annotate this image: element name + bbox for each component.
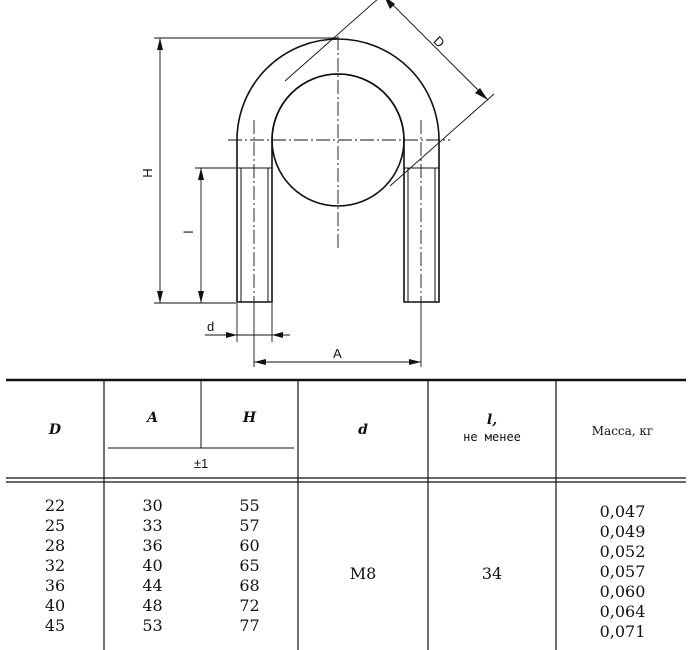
table-cell-mass: 0,049 bbox=[599, 522, 646, 541]
column-mass-values: 0,047 0,049 0,052 0,057 0,060 0,064 0,07… bbox=[556, 502, 689, 642]
table-cell-d: 36 bbox=[44, 576, 66, 595]
column-a-values: 30 33 36 40 44 48 53 bbox=[104, 496, 201, 636]
table-cell-mass: 0,060 bbox=[599, 582, 646, 601]
header-l-note: не менее bbox=[463, 430, 521, 444]
table-grid bbox=[6, 378, 686, 650]
u-bolt-drawing: H l d A D bbox=[140, 0, 495, 367]
table-cell-h: 57 bbox=[239, 516, 260, 535]
table-cell-a: 48 bbox=[142, 596, 163, 615]
table-cell-mass: 0,057 bbox=[599, 562, 646, 581]
header-a: A bbox=[147, 410, 158, 426]
table-cell-h: 60 bbox=[239, 536, 260, 555]
header-tolerance: ±1 bbox=[193, 456, 209, 471]
table-cell-mass: 0,071 bbox=[599, 622, 646, 641]
table-cell-a: 53 bbox=[142, 616, 163, 635]
dim-label-h: H bbox=[140, 168, 155, 177]
table-cell-h: 72 bbox=[239, 596, 260, 615]
dimensions-table: D A H ±1 d l, не менее Масса, кг 22 25 2… bbox=[0, 378, 689, 650]
table-cell-l: 34 bbox=[481, 564, 503, 583]
header-mass: Масса, кг bbox=[591, 424, 654, 438]
table-cell-d: 25 bbox=[44, 516, 66, 535]
table-cell-a: 33 bbox=[142, 516, 163, 535]
dim-label-l: l bbox=[181, 230, 196, 233]
table-cell-a: 44 bbox=[142, 576, 163, 595]
header-d-thread: d bbox=[358, 422, 368, 438]
dim-label-d: d bbox=[207, 319, 214, 334]
table-cell-a: 36 bbox=[142, 536, 163, 555]
table-cell-d: 32 bbox=[44, 556, 66, 575]
column-h-values: 55 57 60 65 68 72 77 bbox=[201, 496, 298, 636]
column-d-values: 22 25 28 32 36 40 45 bbox=[6, 496, 104, 636]
table-cell-d: 40 bbox=[44, 596, 66, 615]
table-cell-mass: 0,047 bbox=[599, 502, 646, 521]
table-cell-h: 65 bbox=[239, 556, 260, 575]
table-cell-h: 55 bbox=[239, 496, 260, 515]
table-cell-d: 22 bbox=[44, 496, 66, 515]
table-cell-mass: 0,064 bbox=[599, 602, 646, 621]
header-h: H bbox=[242, 410, 257, 426]
dim-label-pipe-d: D bbox=[431, 33, 448, 50]
table-cell-h: 77 bbox=[239, 616, 260, 635]
table-cell-mass: 0,052 bbox=[599, 542, 646, 561]
header-l: l, bbox=[486, 412, 498, 428]
table-cell-d: 45 bbox=[44, 616, 66, 635]
table-cell-h: 68 bbox=[239, 576, 260, 595]
header-d-outer: D bbox=[48, 422, 62, 438]
dim-label-a: A bbox=[333, 346, 342, 361]
table-cell-thread-d: M8 bbox=[349, 564, 377, 583]
table-cell-a: 30 bbox=[142, 496, 163, 515]
table-cell-a: 40 bbox=[142, 556, 163, 575]
table-cell-d: 28 bbox=[44, 536, 66, 555]
